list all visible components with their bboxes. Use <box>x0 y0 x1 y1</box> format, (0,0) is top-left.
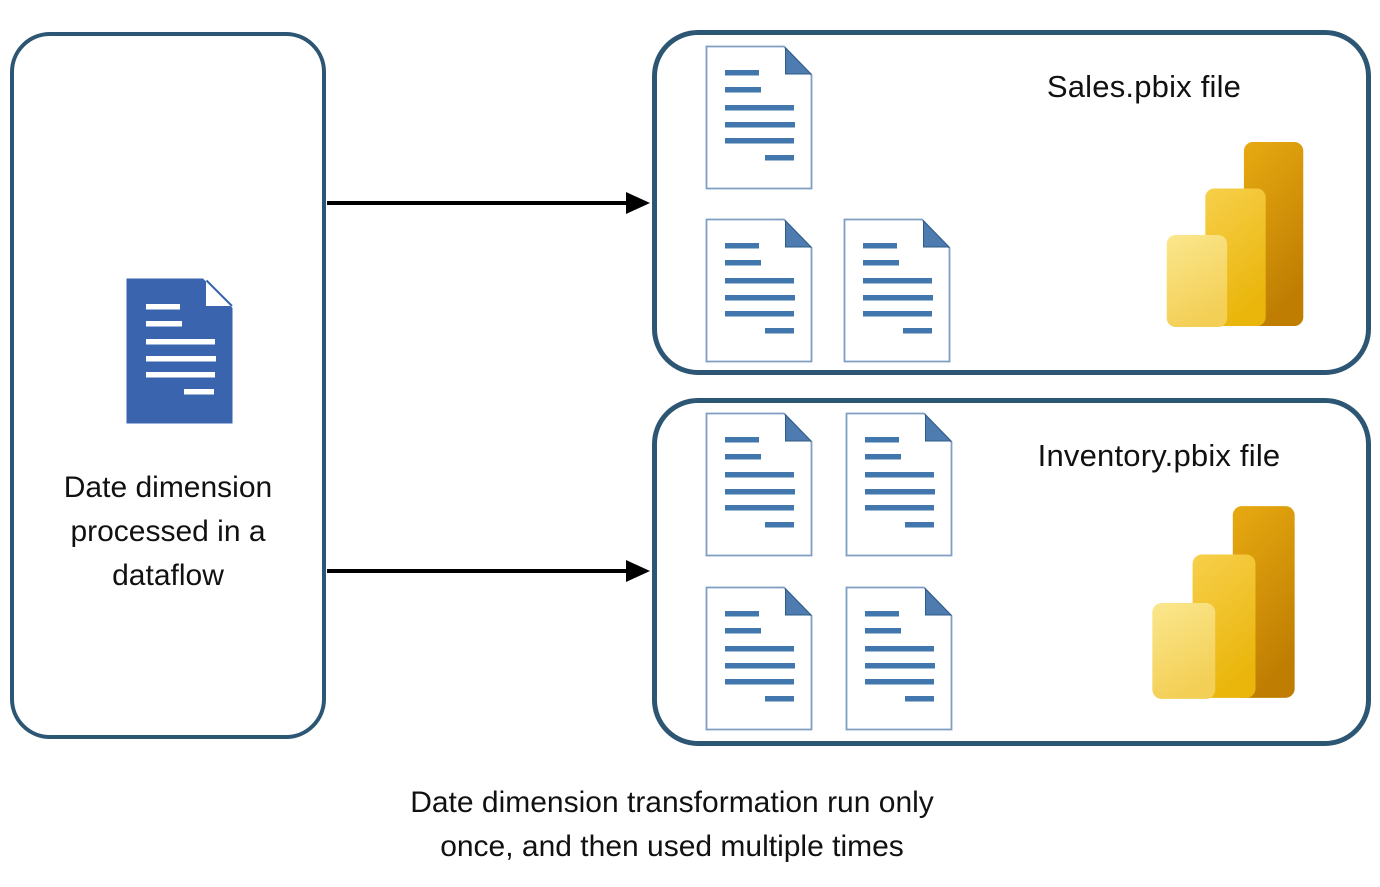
document-icon <box>845 586 953 731</box>
power-bi-logo <box>1150 504 1297 702</box>
document-icon <box>705 412 813 557</box>
dataflow-source-label: Date dimension processed in a dataflow <box>10 466 326 598</box>
blue-document-icon <box>126 278 233 424</box>
diagram-caption-line: once, and then used multiple times <box>440 830 904 863</box>
sales-box-title: Sales.pbix file <box>1046 69 1242 104</box>
dataflow-source-box <box>10 32 326 739</box>
arrow-shaft <box>327 569 627 573</box>
power-bi-logo <box>1164 140 1306 330</box>
arrow-head-icon <box>626 192 650 214</box>
arrow-head-icon <box>626 560 650 582</box>
document-icon <box>845 412 953 557</box>
dataflow-source-label-line: Date dimension <box>63 471 273 504</box>
document-icon <box>843 218 951 363</box>
dataflow-source-label-line: dataflow <box>112 559 224 592</box>
arrow-shaft <box>327 201 627 205</box>
document-icon <box>705 586 813 731</box>
dataflow-source-label-line: processed in a <box>70 515 266 548</box>
document-icon <box>705 45 813 190</box>
inventory-box-title: Inventory.pbix file <box>1037 438 1281 473</box>
diagram-caption: Date dimension transformation run only o… <box>332 781 1012 869</box>
diagram-caption-line: Date dimension transformation run only <box>410 786 934 819</box>
document-icon <box>705 218 813 363</box>
